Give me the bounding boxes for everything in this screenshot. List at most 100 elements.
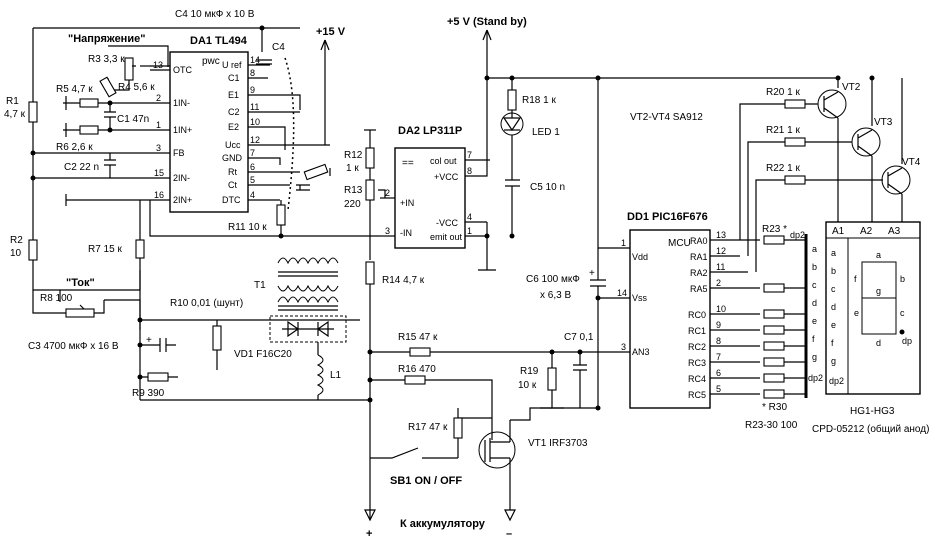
dd1-pin10-num: 10	[716, 304, 726, 314]
hg-a1: A1	[832, 226, 845, 237]
vt4-label: VT4	[902, 157, 921, 168]
r7-resistor	[135, 239, 145, 259]
hg-a3: A3	[888, 226, 901, 237]
hg-pin-b: b	[831, 266, 836, 276]
da1-pin4-name: DTC	[222, 195, 241, 205]
dd1-pin14-num: 14	[617, 288, 627, 298]
to-battery-label: К аккумулятору	[400, 518, 486, 530]
r13-label: R13	[344, 185, 363, 196]
hg-pin-a: a	[831, 248, 836, 258]
r11-label: R11 10 к	[228, 222, 267, 233]
dd1-pin6-num: 6	[716, 368, 721, 378]
r23-30-label: R23-30 100	[745, 420, 798, 431]
c6-voltage: x 6,3 B	[540, 290, 571, 301]
da1-pin2-num: 2	[156, 93, 161, 103]
r3-label: R3 3,3 к	[88, 54, 125, 65]
plus15-label: +15 V	[316, 26, 346, 38]
hg-part-label: CPD-05212 (общий анод)	[812, 423, 929, 435]
da1-pin11-num: 11	[250, 102, 259, 112]
vd1-label: VD1 F16C20	[234, 349, 292, 360]
da1-pin7-name: GND	[222, 153, 243, 163]
bus-e: e	[812, 316, 817, 326]
da2-pin3: 3	[385, 226, 390, 236]
da1-pin16-num: 16	[154, 190, 164, 200]
r1-resistor	[28, 101, 38, 123]
r15-label: R15 47 к	[398, 332, 438, 343]
r17-resistor	[453, 417, 463, 439]
seg-f: f	[854, 274, 857, 284]
dd1-pin14-name: Vss	[632, 293, 648, 303]
da1-pin14-name: U ref	[222, 60, 242, 70]
r12-value: 1 к	[346, 163, 359, 174]
c6-label: C6 100 мкФ	[526, 274, 580, 285]
battery-minus: –	[506, 528, 512, 540]
c6-plus: +	[589, 268, 595, 279]
dd1-rc1: RC1	[688, 326, 706, 336]
da2-pin7: 7	[467, 150, 472, 160]
c1-label: C1 47n	[117, 114, 149, 125]
r30-label: * R30	[762, 402, 787, 413]
da1-pin3-num: 3	[156, 143, 161, 153]
dd1-ra0: RA0	[690, 236, 708, 246]
da2-pin4: 4	[467, 212, 472, 222]
c7-label: C7 0,1	[564, 332, 594, 343]
da1-pin4-num: 4	[250, 190, 255, 200]
r10-shunt	[212, 325, 222, 351]
dd1-rc3: RC3	[688, 358, 706, 368]
voltage-label: "Напряжение"	[68, 33, 145, 45]
vd1-diode-bridge	[269, 315, 347, 343]
dd1-rc5: RC5	[688, 390, 706, 400]
bus-dp2-bottom: dp2	[808, 373, 823, 383]
dd1-rc4: RC4	[688, 374, 706, 384]
r21-resistor	[784, 137, 806, 147]
r1-label: R1	[6, 96, 19, 107]
da2-chip	[394, 147, 466, 249]
r2-value: 10	[10, 248, 22, 259]
r4-resistor	[99, 76, 117, 98]
seg-e: e	[854, 308, 859, 318]
dd1-pin2-num: 2	[716, 278, 721, 288]
c5-label: C5 10 n	[530, 182, 565, 193]
da1-pin10-name: E2	[228, 122, 239, 132]
r1-value: 4,7 к	[4, 109, 26, 120]
dd1-pin8-num: 8	[716, 336, 721, 346]
dd1-rc0: RC0	[688, 310, 706, 320]
dd1-pin7-num: 7	[716, 352, 721, 362]
r5-resistor	[79, 98, 99, 108]
r22-label: R22 1 к	[766, 163, 800, 174]
da1-pin1-num: 1	[156, 120, 161, 130]
r14-label: R14 4,7 к	[382, 275, 425, 286]
da1-pin3-name: FB	[173, 148, 185, 158]
da1-pin15-name: 2IN-	[173, 173, 190, 183]
dd1-pin13-num: 13	[716, 230, 726, 240]
junction-dots	[30, 25, 875, 411]
segment-resistors	[763, 235, 805, 399]
led1-label: LED 1	[532, 127, 560, 138]
r3-potentiometer	[124, 57, 134, 81]
r20-label: R20 1 к	[766, 87, 800, 98]
da1-pin5-num: 5	[250, 175, 255, 185]
dd1-pin9-num: 9	[716, 320, 721, 330]
r8-potentiometer	[65, 308, 95, 318]
dd1-label: DD1 PIC16F676	[627, 211, 708, 223]
r23-label: R23 *	[762, 224, 787, 235]
current-label: "Ток"	[66, 277, 95, 289]
r9-label: R9 390	[132, 388, 165, 399]
dd1-pin3-name: AN3	[632, 347, 650, 357]
r6-label: R6 2,6 к	[56, 142, 93, 153]
da2-vcc-neg: -VCC	[436, 218, 458, 228]
dd1-ra1: RA1	[690, 252, 708, 262]
r14-resistor	[365, 261, 375, 285]
r12-resistor	[365, 147, 375, 169]
bus-f: f	[812, 334, 815, 344]
seg-dp: dp	[902, 336, 912, 346]
da1-left-pins: 13 OTC 2 1IN- 1 1IN+ 3 FB 15 2IN- 16 2IN…	[33, 60, 192, 205]
seg-g: g	[876, 286, 881, 296]
r19-value: 10 к	[518, 380, 537, 391]
r11-resistor	[276, 204, 286, 226]
plus5-label: +5 V (Stand by)	[447, 16, 527, 28]
seg-d: d	[876, 338, 881, 348]
dd1-ra5: RA5	[690, 284, 708, 294]
r17-label: R17 47 к	[408, 422, 448, 433]
